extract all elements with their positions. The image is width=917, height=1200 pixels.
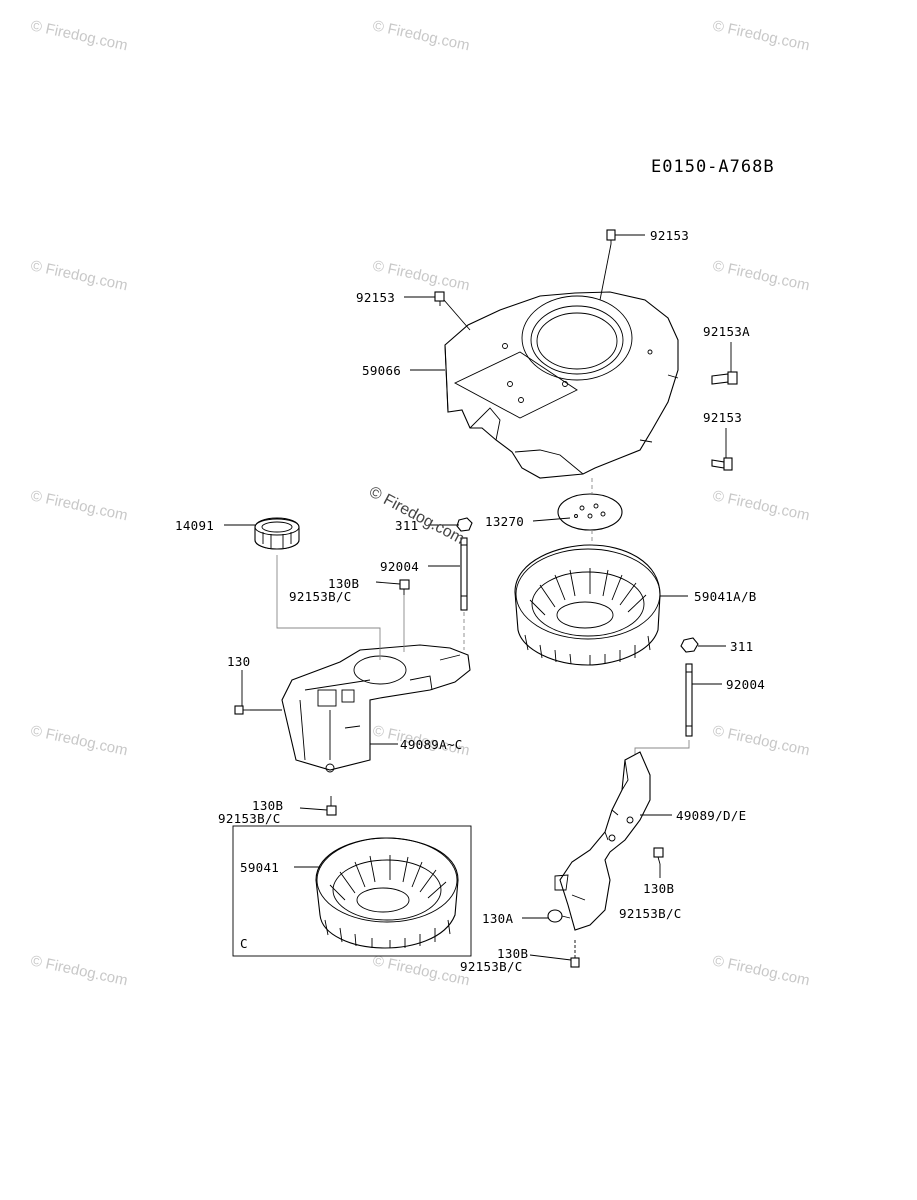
label-14091: 14091 <box>175 518 214 533</box>
watermark: © Firedog.com <box>29 257 129 294</box>
rotating-screen <box>254 517 300 550</box>
label-130b-4: 130B <box>497 946 528 961</box>
inset-label-c: C <box>240 936 248 951</box>
label-92153bc-3: 92153B/C <box>619 906 682 921</box>
screen-plate <box>557 493 623 531</box>
watermark: © Firedog.com <box>29 17 129 54</box>
watermark: © Firedog.com <box>371 17 471 54</box>
label-130b-3: 130B <box>643 881 674 896</box>
label-59066: 59066 <box>362 363 401 378</box>
watermark: © Firedog.com <box>711 17 811 54</box>
bolt-130a <box>547 909 571 923</box>
flywheel-fan-standard <box>315 837 459 949</box>
label-92004-left: 92004 <box>380 559 419 574</box>
inset-box-c: C <box>232 825 472 957</box>
bolt-92153a <box>711 371 738 385</box>
cylinder-cover-right <box>554 751 651 931</box>
label-59041ab: 59041A/B <box>694 589 757 604</box>
diagram-code: E0150-A768B <box>651 157 775 177</box>
label-130b-2: 130B <box>252 798 283 813</box>
bolt-130b-left-upper <box>399 579 410 595</box>
label-311-left: 311 <box>395 518 418 533</box>
label-59041: 59041 <box>240 860 279 875</box>
label-130a: 130A <box>482 911 513 926</box>
label-49089ac: 49089A~C <box>400 737 463 752</box>
label-92004-right: 92004 <box>726 677 765 692</box>
blower-housing <box>444 291 679 479</box>
watermark: © Firedog.com <box>29 952 129 989</box>
flywheel-fan-a-b <box>514 544 661 666</box>
watermark: © Firedog.com <box>711 722 811 759</box>
part-labels: 92153 92153 59066 92153A 92153 14091 311… <box>175 228 765 974</box>
leader-lines <box>224 234 732 961</box>
label-311-right: 311 <box>730 639 753 654</box>
label-130b-1: 130B <box>328 576 359 591</box>
watermark: © Firedog.com <box>711 952 811 989</box>
label-92153-top: 92153 <box>650 228 689 243</box>
nut-311-right <box>680 637 699 653</box>
watermark: © Firedog.com <box>711 257 811 294</box>
label-92153bc-4: 92153B/C <box>460 959 523 974</box>
label-92153-left: 92153 <box>356 290 395 305</box>
label-92153bc-2: 92153B/C <box>218 811 281 826</box>
bolt-130b-left-lower <box>326 796 337 816</box>
label-49089de: 49089/D/E <box>676 808 746 823</box>
bolt-130 <box>234 705 250 715</box>
label-92153-right: 92153 <box>703 410 742 425</box>
watermark: © Firedog.com <box>371 257 471 294</box>
stud-92004-left <box>460 537 468 611</box>
label-92153bc-1: 92153B/C <box>289 589 352 604</box>
watermark: © Firedog.com <box>29 722 129 759</box>
bolt-92153-left <box>434 291 445 306</box>
bolt-92153-right <box>711 457 733 471</box>
nut-311-left <box>456 517 473 532</box>
watermark-overlay: © Firedog.com <box>366 484 467 548</box>
label-92153a: 92153A <box>703 324 750 339</box>
stud-92004-right <box>685 663 693 737</box>
watermark: © Firedog.com <box>711 487 811 524</box>
bolt-92153-top <box>606 229 616 244</box>
label-130: 130 <box>227 654 250 669</box>
bolt-130b-right-upper <box>653 847 664 865</box>
watermark: © Firedog.com <box>29 487 129 524</box>
watermark: © Firedog.com <box>371 952 471 989</box>
bolt-130b-right-lower <box>570 940 580 968</box>
label-13270: 13270 <box>485 514 524 529</box>
